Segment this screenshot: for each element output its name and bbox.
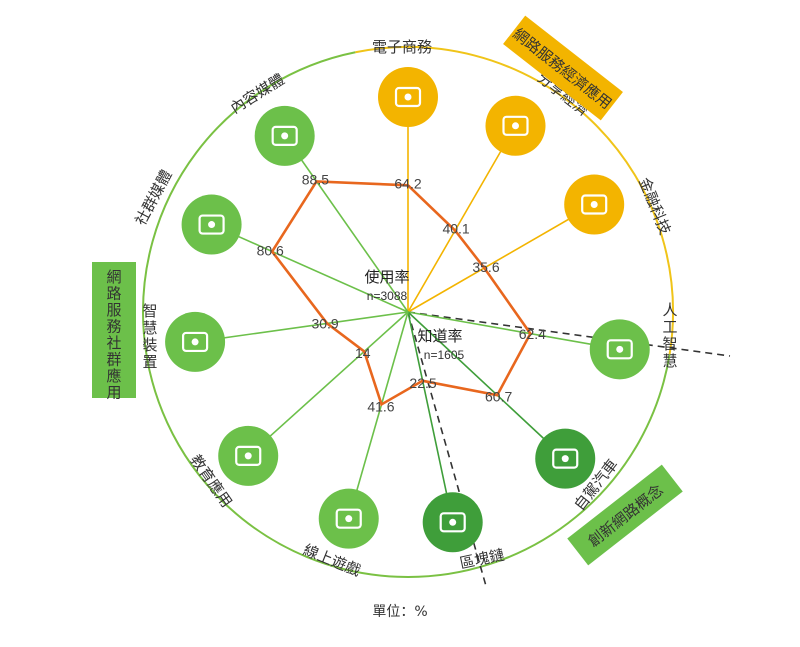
category-label-3: 人工智慧 (662, 301, 677, 370)
category-icon-2 (564, 174, 625, 235)
category-icon-5 (422, 492, 483, 553)
unit-label: 單位：% (372, 604, 427, 620)
spoke-8 (194, 311, 409, 343)
outer-ring-yellow (355, 46, 674, 355)
spoke-9 (211, 223, 409, 313)
spoke-10 (284, 135, 409, 313)
usage-center-title: 使用率 (364, 268, 409, 286)
category-icon-7 (218, 425, 279, 486)
outer-ring-green (142, 51, 671, 578)
awareness-center-title: 知道率 (417, 327, 462, 345)
value-label-0: 64.2 (394, 175, 421, 191)
divider-dashed-right (407, 311, 731, 357)
usage-center-n: n=3088 (367, 289, 408, 303)
value-label-1: 40.1 (442, 221, 469, 237)
value-label-3: 62.4 (519, 326, 546, 342)
category-label-2: 金融科技 (635, 175, 674, 237)
value-label-2: 35.6 (472, 259, 499, 275)
category-label-8: 智慧裝置 (142, 302, 157, 371)
value-label-8: 30.9 (311, 316, 338, 332)
group-label-social-text: 網路服務社群應用 (106, 268, 121, 402)
awareness-center-n: n=1605 (424, 348, 465, 362)
spoke-5 (407, 311, 454, 523)
spoke-1 (407, 125, 517, 313)
category-icon-8 (165, 311, 226, 372)
icons-group (165, 67, 650, 553)
value-label-4: 60.7 (485, 389, 512, 405)
spoke-7 (247, 311, 409, 457)
category-icon-4 (535, 428, 596, 489)
value-label-5: 22.5 (409, 375, 436, 391)
category-icon-0 (378, 67, 438, 127)
category-label-5: 區塊鏈 (458, 546, 506, 573)
value-label-10: 88.5 (302, 172, 329, 188)
value-labels-group: 64.2 40.1 35.6 62.4 60.7 22.5 41.6 14 30.9 80.6 88… (257, 172, 547, 415)
value-label-7: 14 (355, 345, 371, 361)
spoke-2 (407, 203, 595, 313)
category-icon-6 (318, 488, 379, 549)
category-icon-3 (589, 319, 650, 380)
spokes-group (194, 97, 620, 523)
category-icon-1 (485, 95, 546, 156)
value-label-6: 41.6 (367, 398, 394, 414)
category-icon-10 (254, 105, 315, 166)
spoke-6 (347, 311, 409, 519)
data-outline-polygon (270, 180, 532, 407)
category-label-0: 電子商務 (372, 38, 432, 56)
value-label-9: 80.6 (257, 243, 284, 259)
polygons-group (270, 180, 532, 407)
spoke-4 (407, 311, 566, 460)
spoke-3 (407, 311, 620, 351)
group-label-social: 網路服務社群應用 (92, 262, 136, 402)
category-icon-9 (181, 194, 242, 255)
